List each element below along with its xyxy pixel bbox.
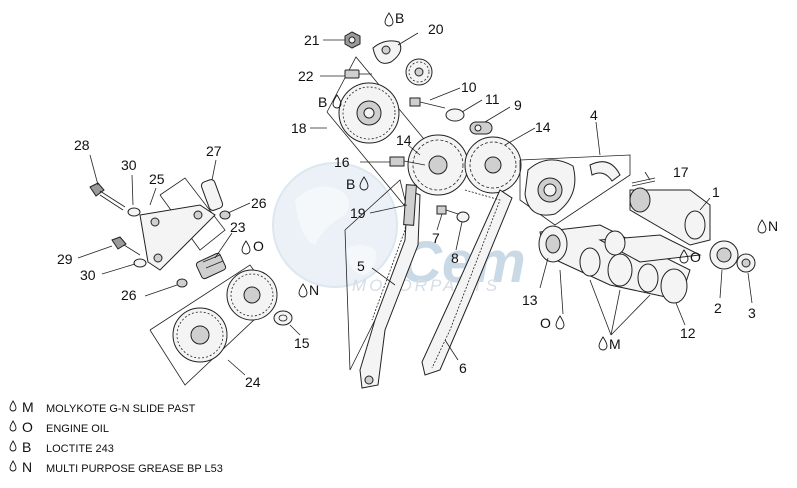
callout-23: 23 (230, 219, 246, 235)
callout-13: 13 (522, 292, 538, 308)
washer-30-upper (127, 207, 141, 217)
washer-8 (456, 211, 470, 223)
mark-o-23: O (253, 238, 264, 254)
callout-24: 24 (245, 374, 261, 390)
callout-3: 3 (748, 305, 756, 321)
bolt-16 (389, 156, 405, 167)
bolt-29-head (111, 236, 127, 250)
pin-17 (631, 177, 656, 184)
mark-b-top: B (395, 10, 404, 26)
bushing-27 (200, 179, 224, 211)
callout-28: 28 (74, 137, 90, 153)
callout-11: 11 (485, 91, 500, 107)
screw-7-washer-8 (436, 205, 470, 223)
callout-22: 22 (298, 68, 314, 84)
callout-8: 8 (451, 250, 459, 266)
bolt-10-head (409, 97, 421, 107)
legend-text-b: LOCTITE 243 (46, 443, 114, 455)
callout-17: 17 (673, 164, 689, 180)
callout-26-lower: 26 (121, 287, 137, 303)
chain-guide-6 (421, 189, 513, 376)
callout-7: 7 (432, 230, 440, 246)
chain-link-19 (403, 184, 417, 226)
callout-1: 1 (712, 184, 720, 200)
callout-27: 27 (206, 143, 222, 159)
shaft-assembly-1 (629, 177, 756, 273)
group-4-frame (519, 154, 631, 226)
callouts: 1 2 3 4 5 6 7 8 9 10 11 12 13 14 14 15 1… (57, 21, 756, 390)
bolt-28-head (89, 182, 105, 197)
legend-text-o: ENGINE OIL (46, 423, 109, 435)
callout-5: 5 (357, 258, 365, 274)
mark-n-right: N (768, 218, 778, 234)
legend: M MOLYKOTE G-N SLIDE PAST O ENGINE OIL B… (9, 399, 223, 475)
callout-6: 6 (459, 360, 467, 376)
mark-o-cam: O (540, 315, 551, 331)
mark-n-15: N (309, 282, 319, 298)
mark-o-right: O (690, 249, 701, 265)
callout-25: 25 (149, 171, 165, 187)
legend-code-b: B (22, 439, 31, 455)
bearing-housing-4 (519, 154, 631, 226)
legend-code-m: M (22, 399, 34, 415)
callout-16: 16 (334, 154, 350, 170)
callout-21: 21 (304, 32, 320, 48)
bearing-shell (589, 161, 621, 182)
dowel-26-lower (176, 278, 188, 288)
mark-m-cam: M (609, 336, 621, 352)
screw-22 (344, 69, 360, 79)
mark-b-16: B (346, 176, 355, 192)
callout-14-left: 14 (396, 132, 412, 148)
callout-9: 9 (514, 97, 522, 113)
gear-group-24 (149, 264, 293, 386)
washer-15 (273, 310, 293, 326)
lubricant-marks: B B B O N O N O M (241, 10, 778, 352)
callout-30-lower: 30 (80, 267, 96, 283)
callout-12: 12 (680, 325, 696, 341)
callout-10: 10 (461, 79, 477, 95)
callout-20: 20 (428, 21, 444, 37)
callout-30-upper: 30 (121, 157, 137, 173)
screw-7 (436, 205, 447, 215)
washer-30-lower (133, 258, 147, 268)
mark-b-22: B (318, 94, 327, 110)
legend-text-m: MOLYKOTE G-N SLIDE PAST (46, 403, 196, 415)
chain-guides (344, 179, 513, 389)
cam-end-12 (660, 268, 688, 304)
bracket-group (89, 177, 231, 288)
washer-11 (445, 108, 465, 122)
callout-19: 19 (350, 205, 366, 221)
legend-text-n: MULTI PURPOSE GREASE BP L53 (46, 463, 223, 475)
camshafts (538, 224, 702, 304)
callout-2: 2 (714, 300, 722, 316)
callout-29: 29 (57, 251, 73, 267)
callout-14-right: 14 (535, 119, 551, 135)
chain-guide-5 (359, 189, 421, 389)
dowel-26-upper (219, 210, 231, 220)
callout-18: 18 (291, 120, 307, 136)
leader-lines (77, 32, 753, 376)
callout-15: 15 (294, 335, 310, 351)
cam-sprockets-14 (389, 134, 522, 196)
callout-26-upper: 26 (251, 195, 267, 211)
watermark-globe (272, 162, 398, 288)
legend-code-o: O (22, 419, 33, 435)
legend-code-n: N (22, 459, 32, 475)
callout-4: 4 (590, 107, 598, 123)
